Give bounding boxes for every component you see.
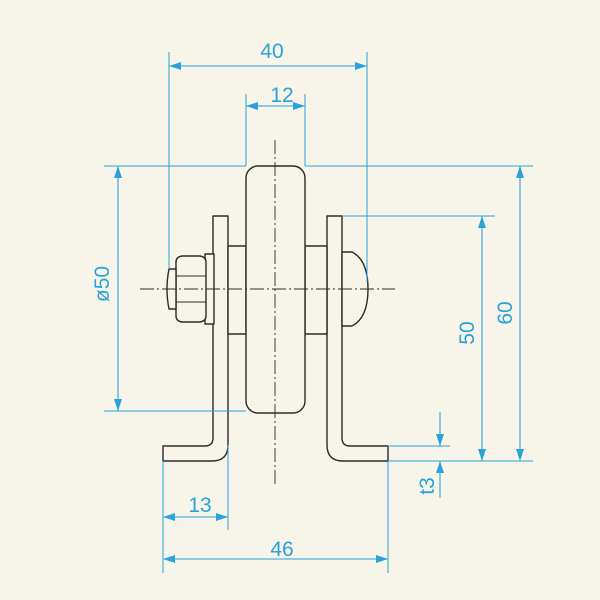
dimension-wheel-diameter: ø50 [91, 165, 246, 412]
dimension-label-bracket-height: 60 [494, 301, 517, 324]
left-spacer [227, 245, 247, 335]
dimension-label-foot-length: 13 [188, 494, 211, 517]
caster-assembly [140, 140, 395, 485]
dimension-label-wheel-width: 12 [270, 84, 293, 107]
dimension-foot-length: 13 [162, 445, 229, 573]
dimension-label-overall-width: 40 [260, 40, 283, 63]
dimension-base-width: 46 [163, 461, 389, 573]
dimensions: 40 12 ø50 50 [91, 40, 533, 573]
dimension-bracket-height: 60 [305, 165, 533, 462]
dimension-label-wheel-diameter: ø50 [91, 266, 114, 302]
dimension-overall-width: 40 [168, 40, 368, 282]
wheel [245, 165, 306, 414]
right-bracket [326, 215, 389, 462]
dimension-wheel-width: 12 [245, 84, 306, 166]
left-bracket [162, 215, 229, 462]
right-spacer [304, 245, 328, 335]
dimension-label-plate-thickness: t3 [416, 477, 439, 495]
dimension-label-base-width: 46 [270, 538, 293, 561]
dimension-label-axle-height: 50 [456, 321, 479, 344]
dimension-axle-height: 50 [342, 215, 495, 461]
dimension-plate-thickness: t3 [388, 412, 450, 498]
